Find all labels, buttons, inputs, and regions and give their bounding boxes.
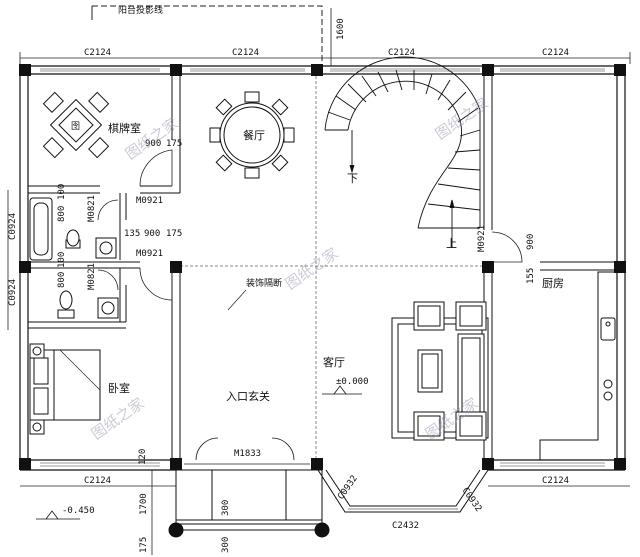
- hall-door-swing: [139, 267, 173, 301]
- dim-900-b: 900: [144, 229, 160, 239]
- window-bottom-1: C2124: [84, 476, 111, 486]
- window-bay-left: C0932: [336, 474, 360, 502]
- stair-up-label: 上: [446, 237, 457, 250]
- dim-800-a: 800: [57, 206, 67, 222]
- basin-1: [95, 237, 117, 259]
- dim-155: 155: [526, 268, 536, 284]
- dim-300-b: 300: [221, 537, 231, 553]
- entry-door: [184, 437, 310, 465]
- bay-window: [317, 469, 489, 513]
- room-label-living: 客厅: [323, 355, 345, 369]
- bathtub: [29, 197, 53, 261]
- door-kitchen: M0921: [477, 225, 487, 252]
- dim-120: 120: [138, 449, 148, 465]
- sofa-set: [391, 301, 489, 441]
- partition-label: 装饰隔断: [246, 277, 282, 289]
- door-bath2: M0821: [87, 263, 97, 290]
- toilet-1: [65, 229, 81, 249]
- basin-2: [97, 297, 119, 319]
- dim-100-b: 100: [57, 252, 67, 268]
- kitchen-door-swing: [491, 231, 523, 263]
- balcony-projection: 阳台投影线: [91, 4, 323, 66]
- room-label-kitchen: 厨房: [542, 277, 564, 290]
- dim-900-a: 900: [145, 139, 161, 149]
- dim-100-a: 100: [57, 184, 67, 200]
- stair-down-label: 下: [347, 172, 358, 185]
- dim-175-b: 175: [166, 229, 182, 239]
- room-label-dining: 餐厅: [243, 128, 265, 142]
- bath1-door-swing: [97, 199, 119, 221]
- dim-175-a: 175: [166, 139, 182, 149]
- dim-175-c: 175: [139, 537, 149, 553]
- balcony-projection-label: 阳台投影线: [118, 4, 163, 16]
- dim-135: 135: [124, 229, 140, 239]
- window-bay-front: C2432: [392, 521, 419, 531]
- kitchen-counter: [539, 271, 617, 460]
- chess-door-swing: [139, 149, 173, 187]
- bottom-windows: [40, 462, 605, 467]
- room-label-entrance: 入口玄关: [226, 389, 270, 403]
- porch: [168, 469, 330, 538]
- window-bottom-2: C2124: [542, 476, 569, 486]
- nightstand-bottom: [29, 419, 45, 435]
- structural-columns: [19, 64, 626, 470]
- door-entry: M1833: [234, 449, 261, 459]
- room-label-bedroom: 卧室: [108, 381, 130, 395]
- bath2-door-swing: [97, 269, 119, 291]
- dim-900-c: 900: [526, 234, 536, 250]
- door-bath1: M0821: [87, 195, 97, 222]
- spiral-stair: [324, 56, 481, 248]
- door-chess: M0921: [136, 196, 163, 206]
- window-top-2: C2124: [232, 48, 259, 58]
- door-hall: M0921: [136, 249, 163, 259]
- window-top-3: C2124: [388, 48, 415, 58]
- dim-800-b: 800: [57, 272, 67, 288]
- window-bay-right: C0932: [460, 486, 484, 514]
- elevation-floor: ±0.000: [336, 377, 369, 387]
- window-top-1: C2124: [84, 48, 111, 58]
- bed: [29, 349, 101, 421]
- svg-text:囹: 囹: [71, 121, 80, 132]
- porch-elevation-mark: [36, 510, 80, 520]
- toilet-2: [57, 290, 75, 319]
- dining-table: [209, 91, 295, 179]
- elevation-porch: -0.450: [62, 506, 95, 516]
- room-label-chess: 棋牌室: [108, 121, 141, 135]
- window-top-4: C2124: [542, 48, 569, 58]
- top-dimension-line: [19, 52, 631, 64]
- dim-1700: 1700: [139, 493, 149, 515]
- dim-1600-text: 1600: [336, 18, 346, 40]
- dim-1600: 1600: [330, 8, 346, 66]
- dim-300-a: 300: [221, 500, 231, 516]
- window-left-2: C0924: [8, 279, 18, 306]
- nightstand-top: [29, 343, 45, 359]
- chess-table: 囹: [42, 91, 110, 159]
- top-windows: [40, 68, 605, 72]
- watermark-3: 图纸之家: [282, 244, 341, 293]
- window-left-1: C0924: [8, 213, 18, 240]
